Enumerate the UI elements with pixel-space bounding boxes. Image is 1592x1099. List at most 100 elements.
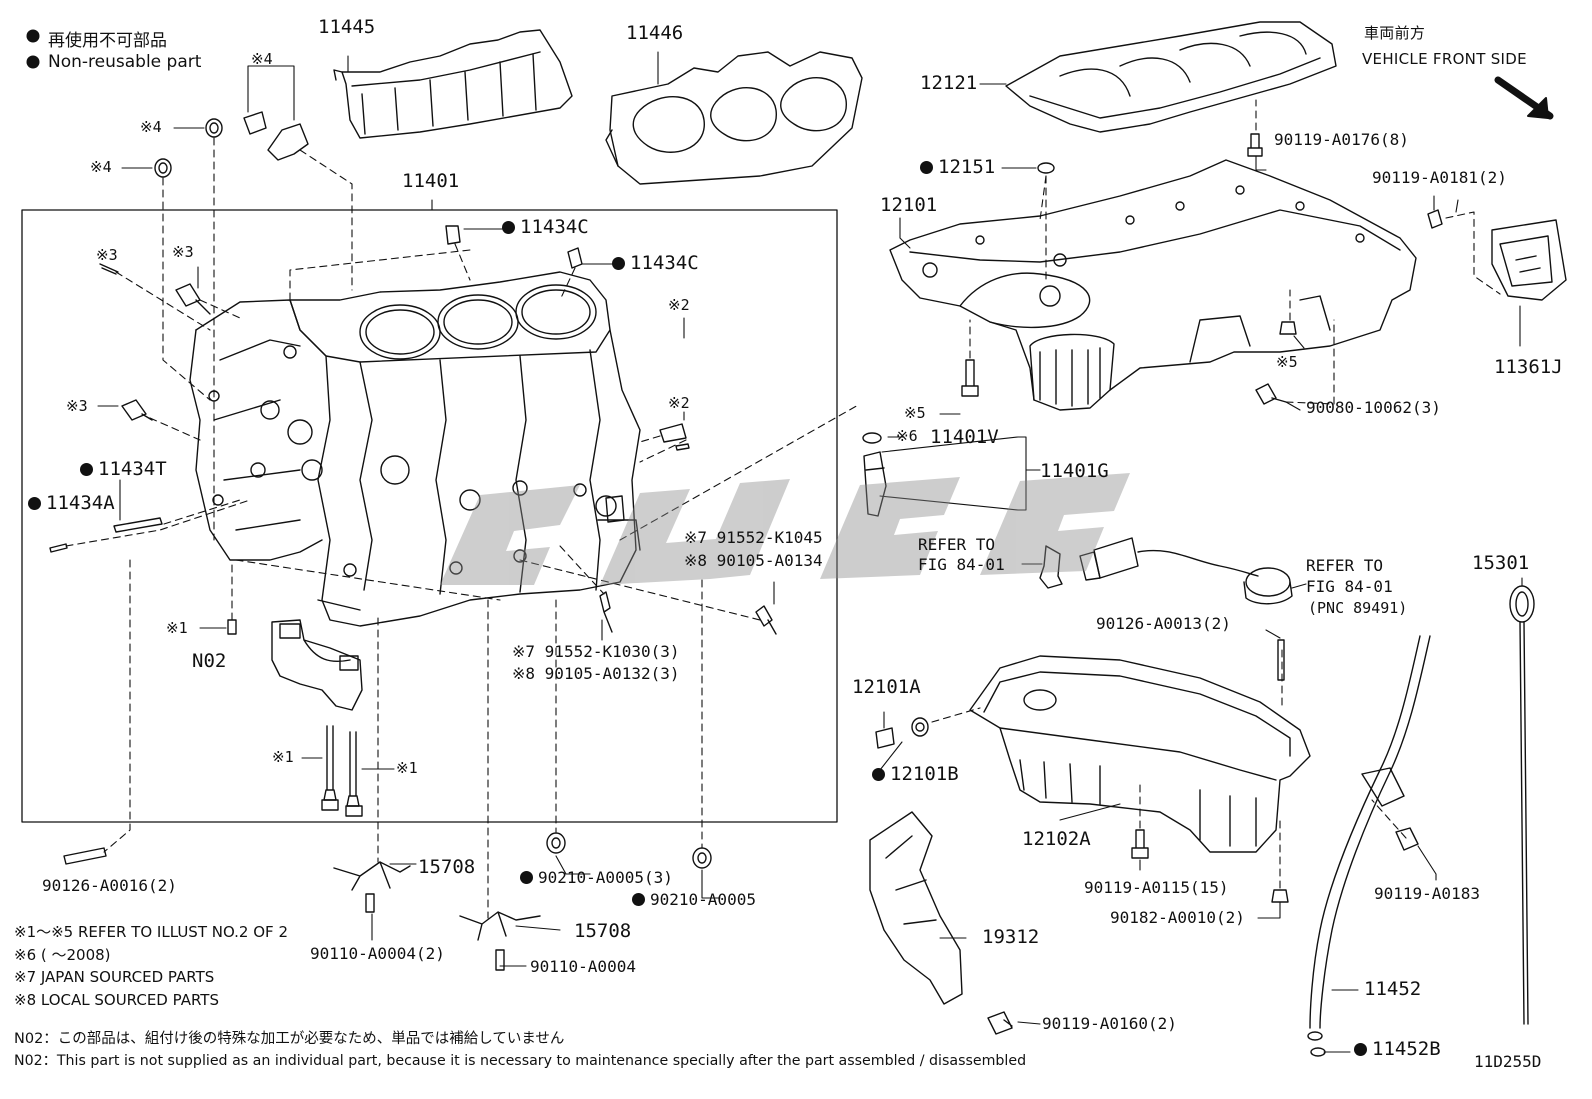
callout-11434a: 11434A [28, 494, 115, 513]
part-12121-baffle [1005, 21, 1337, 133]
callout-12101a: 12101A [852, 676, 921, 698]
callout-11434t: 11434T [80, 460, 167, 479]
note-7: ※7 JAPAN SOURCED PARTS [14, 968, 215, 986]
callout-ref3-a: ※3 [96, 246, 118, 264]
callout-text: 11452B [1372, 1038, 1441, 1060]
callout-12121: 12121 [920, 72, 978, 94]
callout-90105-a0132: ※8 90105-A0132(3) [512, 664, 680, 683]
part-11452-dipstick-guide [1307, 635, 1431, 1041]
callout-11434c-b: 11434C [612, 254, 699, 273]
non-reusable-bullet [80, 463, 93, 476]
non-reusable-bullet [872, 768, 885, 781]
callout-90119-a0183: 90119-A0183 [1374, 884, 1480, 903]
callout-90119-a0181: 90119-A0181(2) [1372, 168, 1507, 187]
callout-ref4-c: ※4 [90, 158, 112, 176]
callout-ref2-b: ※2 [668, 394, 690, 412]
leader-lines-left [65, 137, 861, 919]
callout-text: 90210-A0005(3) [538, 868, 673, 887]
note-n02-en: N02：This part is not supplied as an indi… [14, 1053, 1027, 1069]
callout-90119-a0160: 90119-A0160(2) [1042, 1014, 1177, 1033]
part-11452b-o-ring [1310, 1047, 1326, 1057]
callout-11401: 11401 [402, 170, 460, 192]
part-15301-oil-level-gauge [1509, 585, 1535, 1025]
callout-91552-k1045: ※7 91552-K1045 [684, 528, 823, 547]
note-refer-illust: ※1～※5 REFER TO ILLUST NO.2 OF 2 [14, 923, 288, 941]
watermark-logo [440, 473, 1130, 585]
callout-11445: 11445 [318, 16, 376, 38]
part-11445-cover [333, 29, 573, 139]
callout-19312: 19312 [982, 926, 1040, 948]
callout-text: 12151 [938, 156, 996, 178]
non-reusable-bullet [28, 497, 41, 510]
callout-ref4-a: ※4 [251, 50, 273, 68]
fig-84-01-label-a: FIG 84-01 [918, 555, 1005, 574]
non-reusable-bullet [632, 893, 645, 906]
callout-11452b: 11452B [1354, 1040, 1441, 1059]
front-label-en: VEHICLE FRONT SIDE [1362, 50, 1527, 68]
callout-90119-a0176: 90119-A0176(8) [1274, 130, 1409, 149]
diagram-code: 11D255D [1474, 1052, 1542, 1071]
callout-12151: 12151 [920, 158, 995, 177]
callout-11434c-a: 11434C [502, 218, 589, 237]
callout-ref3-c: ※3 [66, 397, 88, 415]
non-reusable-bullet [502, 221, 515, 234]
callout-15708-a: 15708 [418, 856, 476, 878]
note-6: ※6 ( ～2008) [14, 946, 111, 964]
non-reusable-bullet [520, 871, 533, 884]
front-direction-arrowhead [1527, 97, 1549, 119]
callout-90105-a0134: ※8 90105-A0134 [684, 551, 823, 570]
callout-90119-a0115: 90119-A0115(15) [1084, 878, 1229, 897]
leader-lines-solid [97, 51, 1523, 1053]
legend-en: Non-reusable part [48, 52, 202, 72]
crank-sensor [1039, 537, 1293, 605]
part-11401-cylinder-block [189, 271, 641, 627]
refer-to-label-b: REFER TO [1306, 556, 1384, 575]
callout-11446: 11446 [626, 22, 684, 44]
callout-90080-10062: 90080-10062(3) [1306, 398, 1441, 417]
callout-12102a: 12102A [1022, 828, 1091, 850]
callout-text: 11434C [520, 216, 589, 238]
lower-pan-bolts [1131, 639, 1289, 903]
callout-11401g: 11401G [1040, 460, 1109, 482]
front-label-ja: 車両前方 [1364, 24, 1426, 42]
callout-ref5-b: ※5 [1276, 353, 1298, 371]
note-n02-ja: N02：この部品は、組付け後の特殊な加工が必要なため、単品では補給していません [14, 1031, 565, 1047]
callout-91552-k1030: ※7 91552-K1030(3) [512, 642, 680, 661]
drain-plug [875, 717, 929, 749]
callout-11452: 11452 [1364, 978, 1422, 1000]
callout-90210-a0005-3: 90210-A0005(3) [520, 870, 673, 886]
callout-ref4-b: ※4 [140, 118, 162, 136]
assembly-frame [21, 209, 838, 823]
callout-90210-a0005: 90210-A0005 [632, 892, 756, 908]
callout-15708-b: 15708 [574, 920, 632, 942]
sensor-parts-4 [154, 111, 309, 178]
callout-text: 11434C [630, 252, 699, 274]
oil-level-sensor [862, 432, 887, 517]
legend-bullet-2 [26, 55, 40, 69]
bolt-90119-a0176 [1247, 133, 1263, 157]
callout-11361j: 11361J [1494, 356, 1563, 378]
part-11446-gasket [605, 51, 863, 185]
non-reusable-bullet [1354, 1043, 1367, 1056]
legend-bullet-1 [26, 29, 40, 43]
callout-ref6: ※6 [896, 427, 918, 445]
callout-text: 11434T [98, 458, 167, 480]
refer-to-label-a: REFER TO [918, 535, 996, 554]
legend-ja: 再使用不可部品 [48, 31, 167, 51]
part-12151-o-ring [1037, 162, 1055, 174]
callout-90182-a0010: 90182-A0010(2) [1110, 908, 1245, 927]
callout-12101b: 12101B [872, 765, 959, 784]
pnc-89491-label: (PNC 89491) [1308, 599, 1408, 617]
bolt-90119-a0160 [987, 1011, 1013, 1035]
callout-ref1-b: ※1 [272, 748, 294, 766]
part-19312-insulator [869, 811, 963, 1005]
part-n02-bearing-cap [271, 619, 363, 711]
callout-text: 12101B [890, 763, 959, 785]
main-bolts [321, 725, 363, 817]
callout-90126-a0013: 90126-A0013(2) [1096, 614, 1231, 633]
callout-90126-a0016: 90126-A0016(2) [42, 876, 177, 895]
callout-15301: 15301 [1472, 552, 1530, 574]
part-12102a-lower-oil-pan [969, 655, 1311, 853]
